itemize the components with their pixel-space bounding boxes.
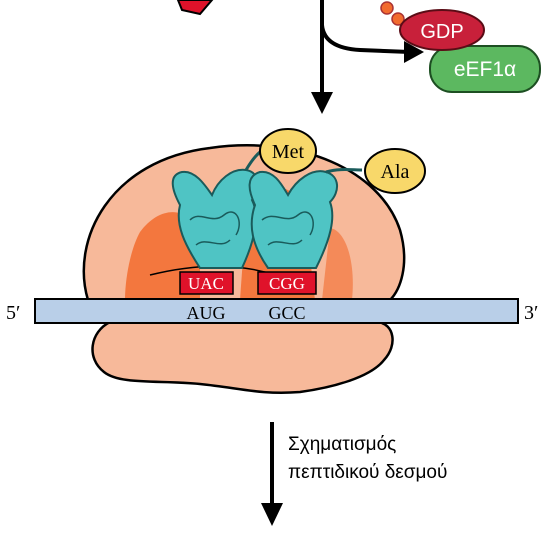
trna-a-site: Ala CGG	[248, 148, 426, 295]
factor-release-arrow	[320, 24, 424, 63]
eef1a-factor: eEF1α	[429, 45, 541, 93]
codon-aug: AUG	[187, 303, 226, 323]
mrna-three-prime: 3′	[524, 302, 538, 324]
gdp-molecule: GDP	[399, 9, 485, 51]
anticodon-box-a	[257, 271, 317, 295]
anticodon-box-p	[179, 271, 234, 295]
step-caption: Σχηματισμός πεπτιδικού δεσμού	[288, 434, 447, 483]
ribosome-small-subunit	[91, 320, 394, 394]
step-caption-line2: πεπτιδικού δεσμού	[288, 462, 447, 483]
codon-gcc: GCC	[268, 303, 305, 323]
amino-acid-met	[259, 128, 317, 174]
gdp-label: GDP	[420, 21, 463, 43]
mrna-five-prime: 5′	[6, 302, 20, 324]
eef1a-label: eEF1α	[454, 58, 516, 81]
amino-acid-ala	[364, 148, 426, 194]
downward-arrow-bottom	[261, 422, 283, 526]
anticodon-cgg: CGG	[269, 274, 305, 293]
amino-acid-ala-label: Ala	[381, 161, 410, 183]
phosphate-dots	[380, 1, 405, 26]
downward-arrow-top	[311, 0, 333, 114]
step-caption-line1: Σχηματισμός	[288, 434, 396, 455]
amino-acid-met-label: Met	[272, 141, 305, 163]
previous-step-fragment	[176, 0, 214, 16]
trna-p-site: Met UAC	[171, 128, 317, 295]
mrna-strand: 5′ 3′ AUG GCC	[6, 298, 538, 324]
anticodon-uac: UAC	[188, 274, 224, 293]
